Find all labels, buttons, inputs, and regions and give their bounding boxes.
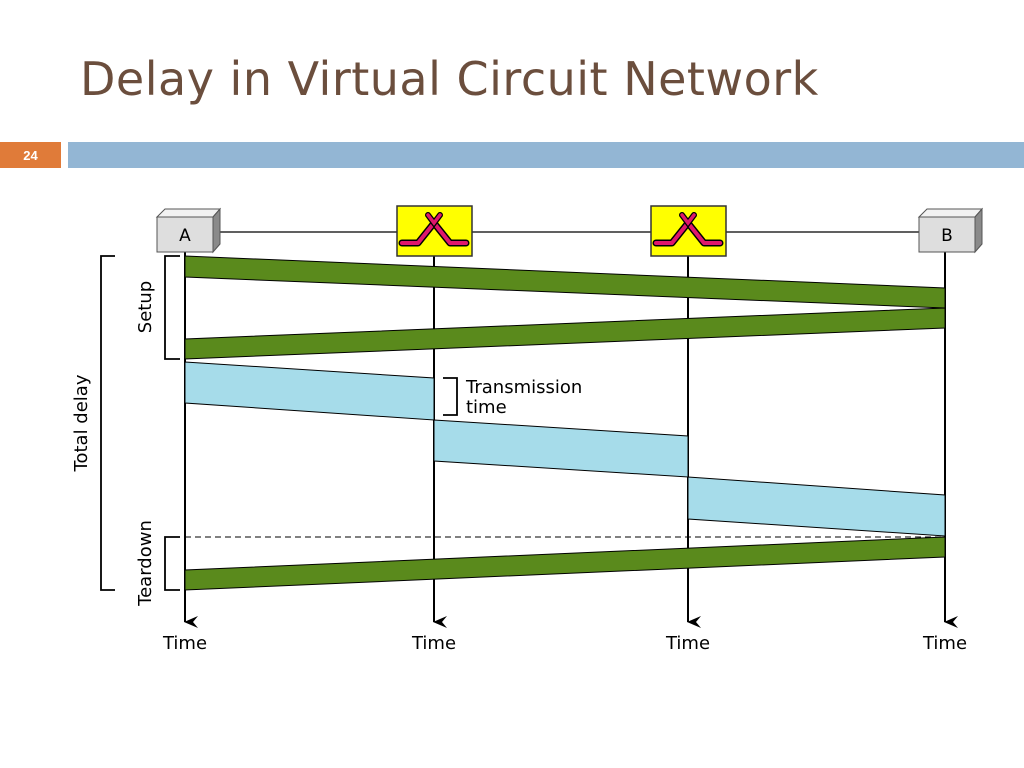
total-delay-label: Total delay — [71, 374, 92, 472]
endpoint-a: A — [155, 207, 222, 254]
setup-label: Setup — [135, 281, 156, 333]
data-segment-a-to-switch-1 — [184, 361, 435, 421]
switch-2 — [650, 205, 727, 257]
teardown-label: Teardown — [135, 520, 156, 607]
time-label-switch-1: Time — [411, 633, 456, 654]
switch-icon — [398, 212, 470, 247]
time-label-b: Time — [922, 633, 967, 654]
endpoint-b: B — [917, 207, 984, 254]
data-segment-switch-2-to-b — [687, 476, 946, 537]
transmission-time-bracket — [443, 377, 458, 416]
teardown-bracket — [164, 536, 180, 591]
teardown-packet — [184, 536, 946, 591]
data-segment-switch-1-to-switch-2 — [433, 419, 689, 478]
total-delay-bracket — [100, 255, 115, 591]
endpoint-b-label: B — [941, 226, 953, 246]
setup-request-packet — [184, 255, 946, 309]
switch-icon — [652, 212, 724, 247]
header-bar — [68, 142, 1024, 168]
page-number-badge: 24 — [0, 142, 61, 168]
setup-bracket — [164, 255, 180, 360]
setup-ack-packet — [184, 307, 946, 360]
transmission-time-label-line1: Transmission — [465, 377, 582, 398]
time-label-switch-2: Time — [665, 633, 710, 654]
time-label-a: Time — [162, 633, 207, 654]
transmission-time-label-line2: time — [466, 397, 507, 418]
switch-1 — [396, 205, 473, 257]
slide-title: Delay in Virtual Circuit Network — [80, 52, 819, 106]
endpoint-a-label: A — [179, 226, 191, 246]
